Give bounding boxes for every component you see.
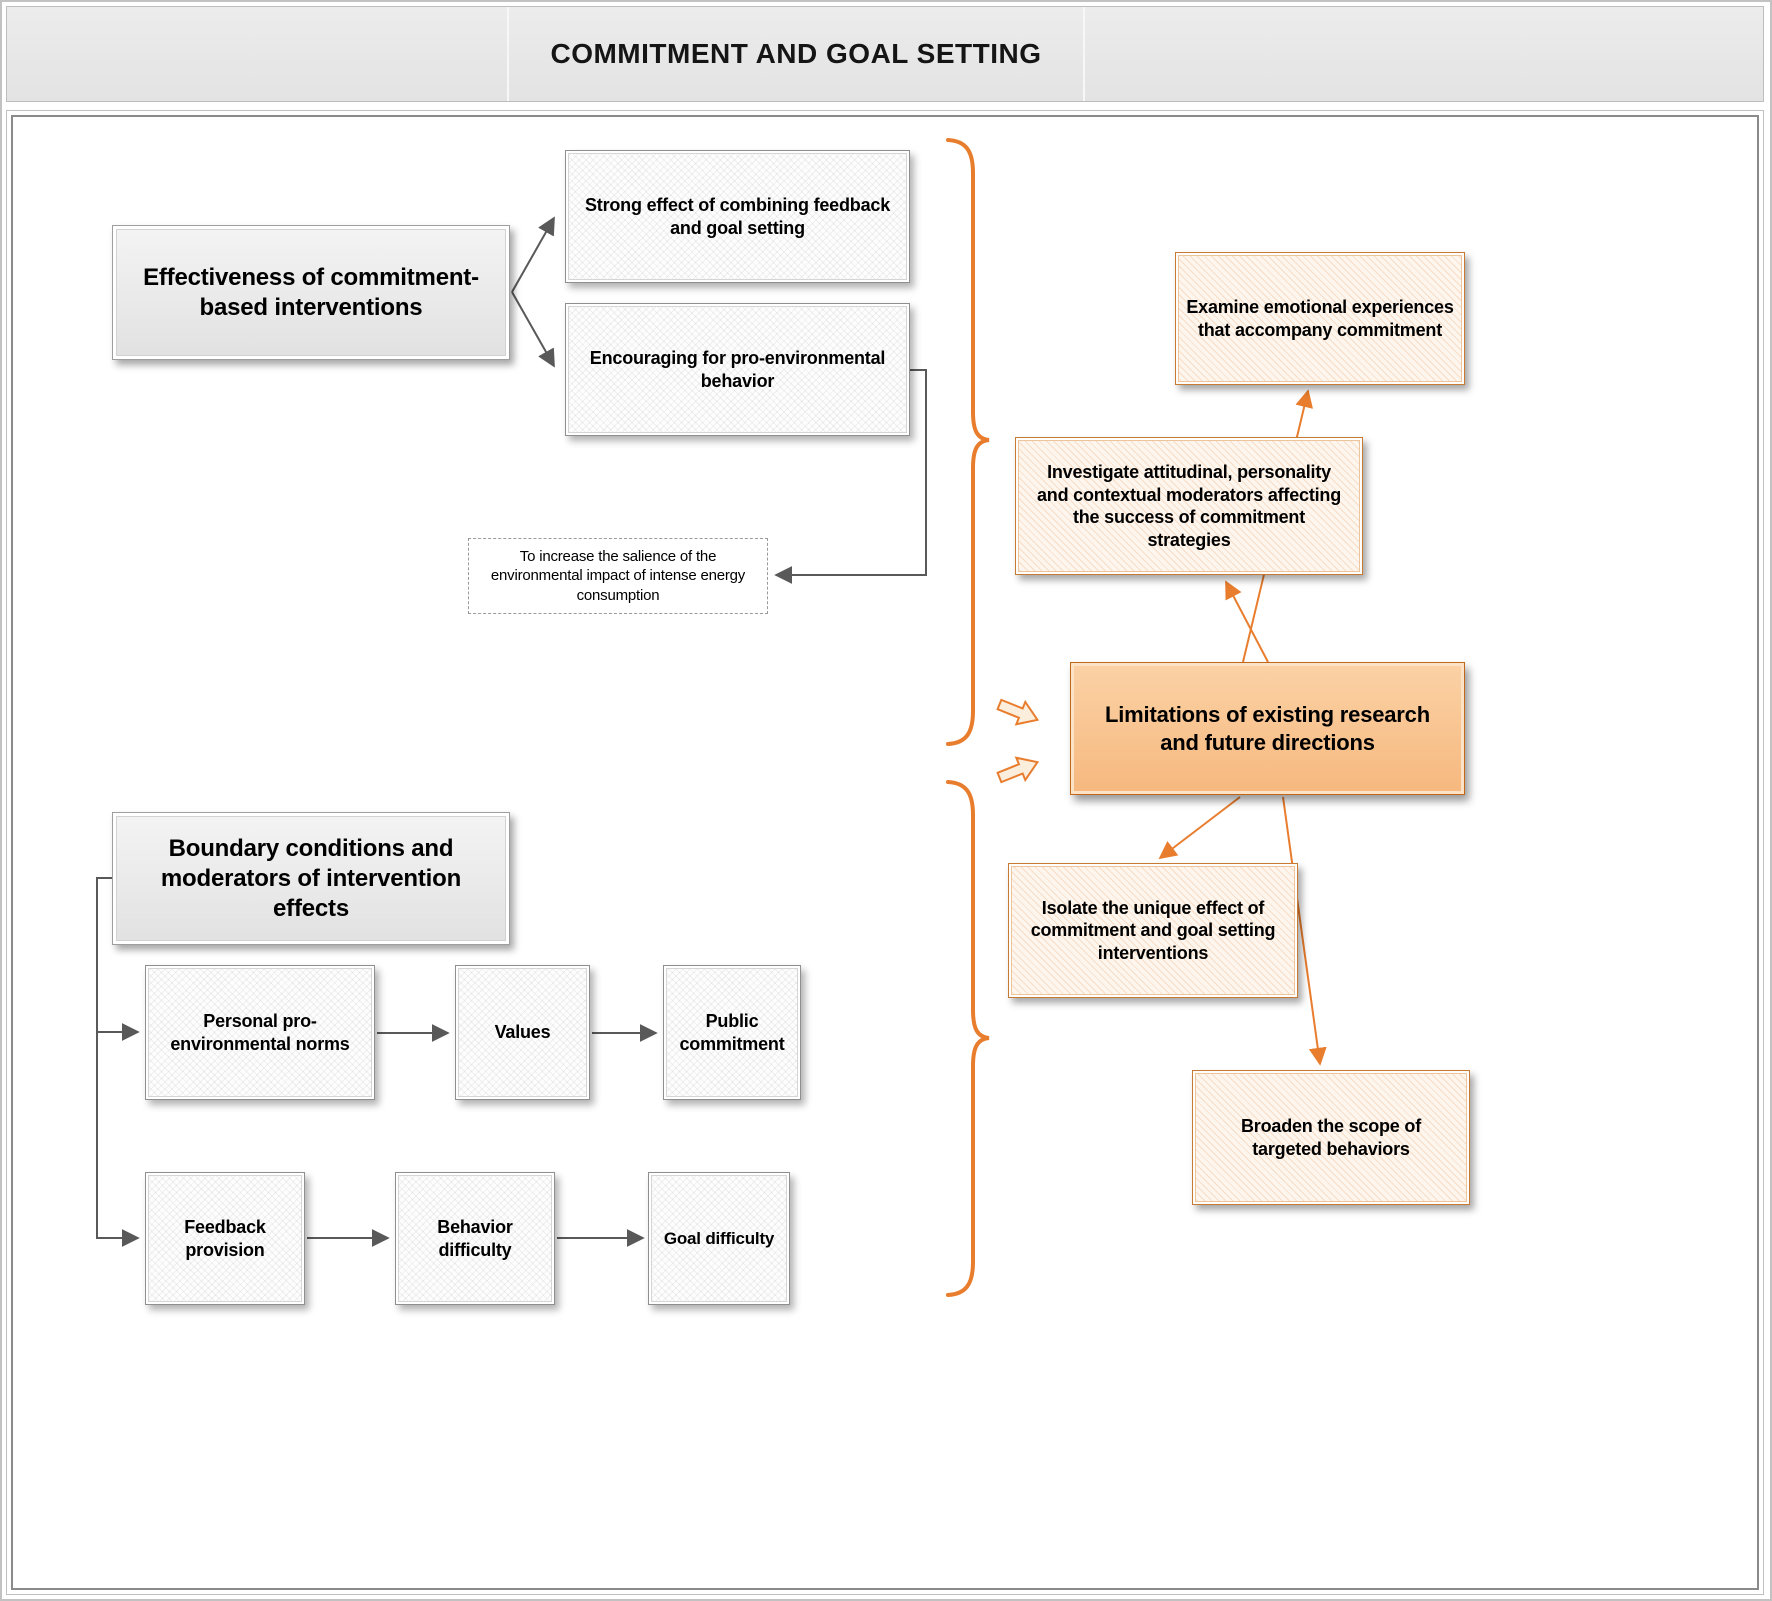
node-label: Investigate attitudinal, personality and…: [1036, 462, 1342, 550]
node-label: Encouraging for pro-environmental behavi…: [589, 348, 886, 391]
main-frame-inner-border: [11, 115, 1759, 1590]
arrow-limitations-to-investigate: [1225, 580, 1269, 663]
node-broaden: Broaden the scope of targeted behaviors: [1192, 1070, 1470, 1205]
node-label: Isolate the unique effect of commitment …: [1030, 897, 1276, 963]
page-title: COMMITMENT AND GOAL SETTING: [550, 38, 1042, 69]
node-label: Behavior difficulty: [437, 1217, 513, 1260]
arrow-boundary-to-personal-norms: [96, 877, 140, 1041]
node-personal-norms: Personal pro- environmental norms: [145, 965, 375, 1100]
arrow-effectiveness-to-strong-effect: [511, 216, 555, 293]
node-public-commitment: Public commitment: [663, 965, 801, 1100]
node-label: Feedback provision: [184, 1217, 266, 1260]
node-label: Effectiveness of commitment- based inter…: [143, 263, 479, 321]
brace-bottom: [946, 780, 990, 1297]
node-salience-note: To increase the salience of the environm…: [468, 538, 768, 614]
brace-top: [946, 138, 990, 746]
double-arrow-icon: [996, 698, 1040, 726]
header-cell-center: COMMITMENT AND GOAL SETTING: [507, 7, 1085, 101]
arrow-encouraging-to-salience-note: [774, 369, 927, 584]
node-label: Limitations of existing research and fut…: [1105, 702, 1430, 755]
node-label: Examine emotional experiences that accom…: [1186, 297, 1454, 340]
arrow-limitations-to-isolate: [1158, 796, 1241, 860]
arrow-limitations-to-broaden: [1282, 796, 1327, 1066]
node-feedback-provision: Feedback provision: [145, 1172, 305, 1305]
node-behavior-difficulty: Behavior difficulty: [395, 1172, 555, 1305]
node-label: Strong effect of combining feedback and …: [584, 195, 891, 238]
node-label: Broaden the scope of targeted behaviors: [1240, 1116, 1422, 1159]
node-label: Personal pro- environmental norms: [170, 1011, 350, 1054]
node-encouraging: Encouraging for pro-environmental behavi…: [565, 303, 910, 436]
node-label: Public commitment: [679, 1011, 785, 1054]
node-investigate: Investigate attitudinal, personality and…: [1015, 437, 1363, 575]
arrow-effectiveness-to-encouraging: [511, 291, 555, 368]
node-label: Goal difficulty: [663, 1228, 775, 1248]
node-isolate: Isolate the unique effect of commitment …: [1008, 863, 1298, 998]
node-label: Boundary conditions and moderators of in…: [160, 834, 462, 922]
node-label: To increase the salience of the environm…: [490, 547, 746, 604]
node-strong-effect: Strong effect of combining feedback and …: [565, 150, 910, 283]
node-boundary: Boundary conditions and moderators of in…: [112, 812, 510, 945]
node-values: Values: [455, 965, 590, 1100]
node-limitations: Limitations of existing research and fut…: [1070, 662, 1465, 795]
header-bar: COMMITMENT AND GOAL SETTING: [6, 6, 1764, 102]
node-examine: Examine emotional experiences that accom…: [1175, 252, 1465, 385]
node-effectiveness: Effectiveness of commitment- based inter…: [112, 225, 510, 360]
node-goal-difficulty: Goal difficulty: [648, 1172, 790, 1305]
double-arrow-icon: [996, 756, 1040, 784]
arrow-boundary-to-feedback-provision: [96, 1032, 140, 1247]
node-label: Values: [494, 1022, 551, 1043]
